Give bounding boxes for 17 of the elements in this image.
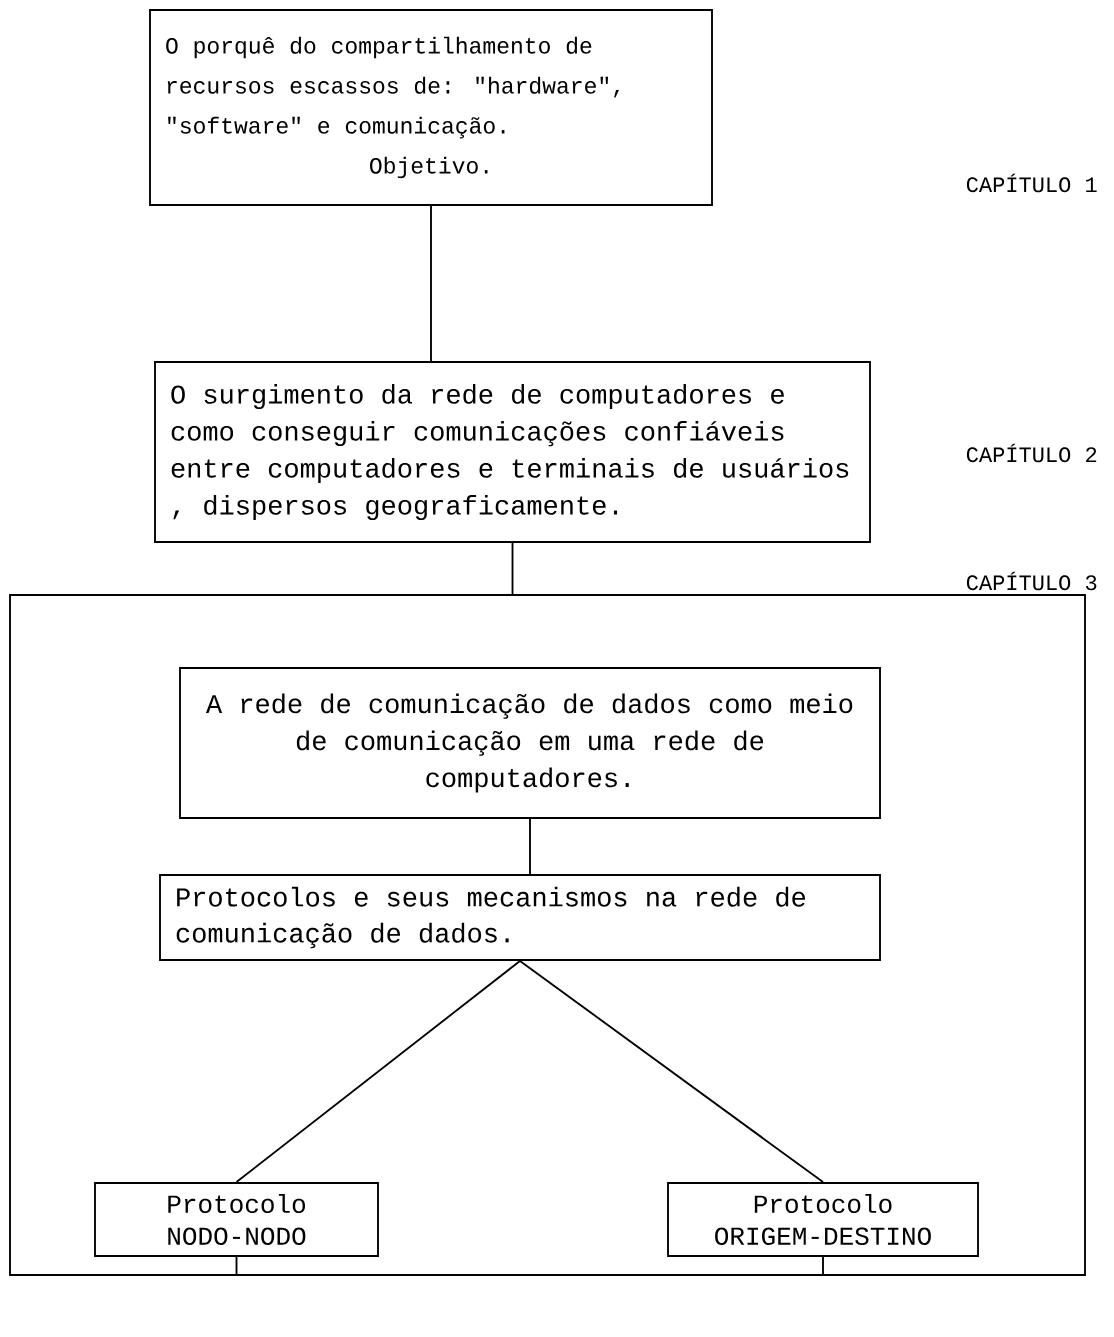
connector-line bbox=[529, 818, 531, 875]
text-box: O porquê do compartilhamento de recursos escassos de: "hardware", "software" e comunicação. Objetivo. bbox=[149, 9, 713, 206]
text-box: Protocolo ORIGEM-DESTINO bbox=[667, 1182, 979, 1257]
connector-line bbox=[822, 1256, 824, 1277]
connector-line bbox=[511, 542, 514, 595]
outer-frame bbox=[9, 594, 1086, 1276]
text-box: A rede de comunicação de dados como meio de comunicação em uma rede de computadores. bbox=[179, 667, 881, 819]
text-box: Protocolo NODO-NODO bbox=[94, 1182, 379, 1257]
text-box: O surgimento da rede de computadores e como conseguir comunicações confiáveis entre computadores e terminais de usuários , dispersos geograficamente. bbox=[154, 361, 871, 543]
connector-line bbox=[430, 205, 432, 362]
chapter-label: CAPÍTULO 3 bbox=[966, 571, 1097, 591]
text-box: Protocolos e seus mecanismos na rede de comunicação de dados. bbox=[159, 874, 881, 961]
connector-line bbox=[235, 960, 521, 1183]
connector-line bbox=[519, 960, 824, 1183]
chapter-label: CAPÍTULO 2 bbox=[966, 443, 1097, 463]
connector-line bbox=[235, 1256, 238, 1277]
chapter-label: CAPÍTULO 1 bbox=[966, 173, 1097, 193]
